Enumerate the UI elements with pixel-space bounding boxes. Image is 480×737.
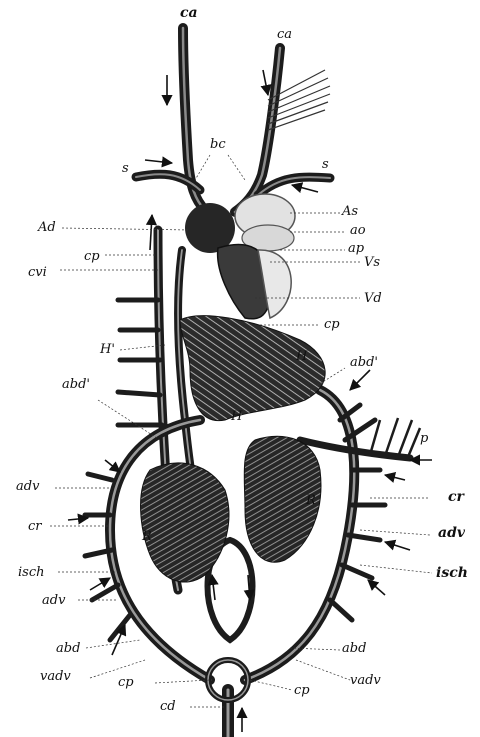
label-ca-right: ca [277,28,292,41]
label-adv-left-low: adv [42,594,65,607]
label-vadv-left: vadv [40,670,71,683]
label-s-left: s [122,162,129,175]
label-vadv-right: vadv [350,674,381,687]
label-Vs: Vs [364,256,380,269]
label-bc: bc [210,138,226,151]
label-isch-right: isch [436,566,468,580]
label-cp-upper-left: cp [84,250,100,263]
label-p: p [420,432,428,445]
label-cr-left: cr [28,520,42,533]
label-isch-left: isch [18,566,44,579]
label-ao: ao [350,224,366,237]
left-kidney-capillary-bed [141,463,229,582]
label-H-lower: H [231,410,242,423]
label-H-prime: H' [100,343,115,356]
heart [185,194,295,319]
label-As: As [342,205,358,218]
label-cvi: cvi [28,266,47,279]
label-s-right: s [322,158,329,171]
label-abd-prime-left: abd' [62,378,90,391]
label-ca-left: ca [180,6,198,20]
label-adv-left-top: adv [16,480,39,493]
label-cp-bottom-right: cp [294,684,310,697]
label-abd-left: abd [56,642,80,655]
label-abd-right: abd [342,642,366,655]
label-R-left: R [142,530,152,543]
label-adv-right: adv [438,526,465,540]
label-R-right: R [306,494,316,507]
liver-capillary-bed [180,316,325,421]
label-abd-prime-right: abd' [350,356,378,369]
label-cd: cd [160,700,176,713]
label-cp-mid-right: cp [324,318,340,331]
label-Ad: Ad [38,221,56,234]
label-H-right: H [296,350,307,363]
label-cp-bottom-left: cp [118,676,134,689]
label-Vd: Vd [364,292,382,305]
label-ap: ap [348,242,364,255]
label-cr-right: cr [448,490,464,504]
